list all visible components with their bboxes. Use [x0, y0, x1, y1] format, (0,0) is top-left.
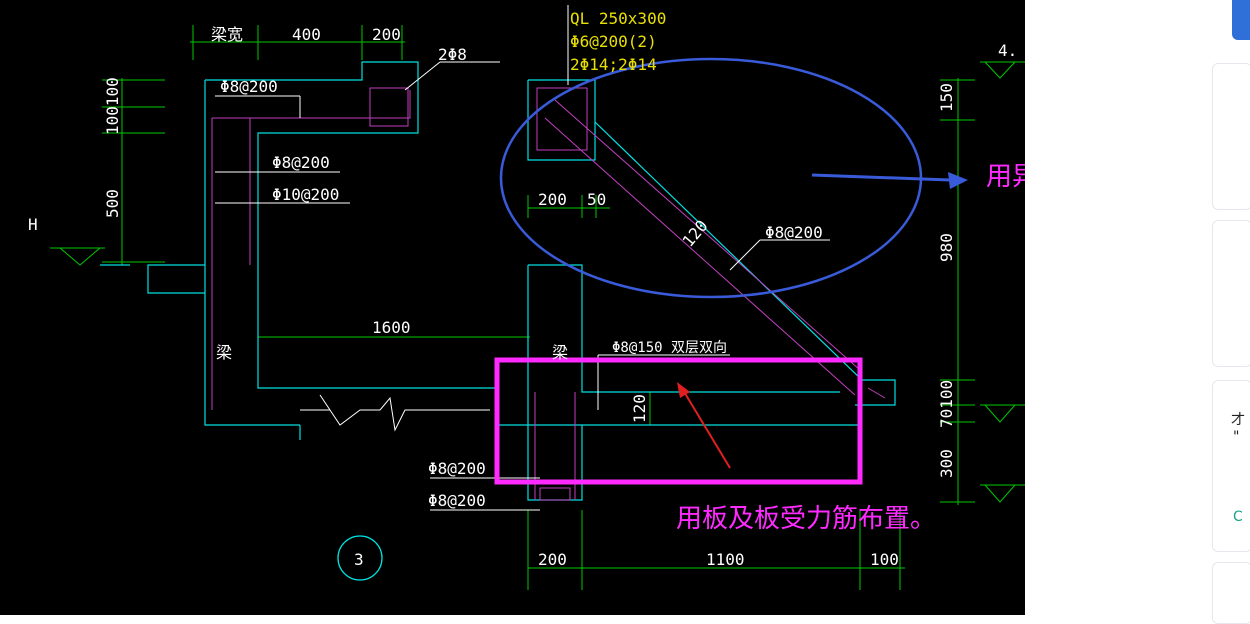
slab-highlight-rect	[494, 357, 863, 485]
slab-arrow-line	[682, 389, 731, 469]
dim-980: 980	[937, 233, 956, 262]
leader-lines	[215, 5, 830, 511]
dim-500: 500	[103, 189, 122, 218]
level-4: 4.	[998, 41, 1017, 60]
dim-200-top: 200	[372, 25, 401, 44]
eave-arrow-line	[811, 173, 951, 182]
beam-label-left: 梁	[216, 343, 232, 362]
section-number: 3	[354, 550, 364, 569]
rebar-phi8-200-c: Φ8@200	[428, 459, 486, 478]
h-mark: H	[28, 215, 38, 234]
dim-400: 400	[292, 25, 321, 44]
section-circle	[337, 535, 383, 581]
ql-title: QL 250x300	[570, 9, 666, 28]
rebar-phi8-200-diag: Φ8@200	[765, 223, 823, 242]
ql-bars: 2Φ14;2Φ14	[570, 55, 657, 74]
slab-arrow-head	[677, 382, 690, 398]
beam-width-label: 梁宽	[211, 25, 243, 44]
sidebar-glyph-2: "	[1233, 429, 1240, 445]
rebar-phi8-150: Φ8@150 双层双向	[612, 340, 727, 356]
rebar-phi10-200: Φ10@200	[272, 185, 339, 204]
sidebar-glyph-1: 才	[1231, 412, 1245, 428]
dim-100-100: 100100	[103, 77, 122, 135]
dim-200-mid: 200	[538, 190, 567, 209]
rebar-phi8-200-a: Φ8@200	[220, 77, 278, 96]
sidebar-panel-4[interactable]	[1212, 562, 1250, 624]
dim-120-diag: 120	[679, 216, 712, 250]
sidebar-glyph-3: C	[1233, 509, 1243, 525]
right-sidebar: 才 " C	[1025, 0, 1250, 624]
cad-drawing-canvas[interactable]: 梁宽 400 200 2Φ8 QL 250x300 Φ6@200(2) 2Φ14…	[0, 0, 1025, 615]
dim-1100: 1100	[706, 550, 745, 569]
rebar-lines	[211, 87, 886, 501]
dimension-lines	[50, 25, 1025, 590]
beam-label-right: 梁	[552, 343, 568, 362]
dim-50: 50	[587, 190, 606, 209]
rebar-phi8-200-d: Φ8@200	[428, 491, 486, 510]
sidebar-top-button[interactable]	[1232, 0, 1250, 40]
dim-200-bottom: 200	[538, 550, 567, 569]
dim-120-slab: 120	[630, 394, 649, 423]
dim-300: 300	[937, 449, 956, 478]
sidebar-panel-3[interactable]: 才 " C	[1212, 380, 1250, 552]
rebar-2phi8: 2Φ8	[438, 45, 467, 64]
dim-70-100: 70100	[937, 380, 956, 428]
eave-annotation: 用异形挑檐定义	[986, 162, 1025, 192]
dim-150: 150	[937, 83, 956, 112]
dim-1600: 1600	[372, 318, 411, 337]
eave-arrow-head	[948, 172, 968, 189]
dim-100-bottom: 100	[870, 550, 899, 569]
ql-stirrup: Φ6@200(2)	[570, 32, 657, 51]
sidebar-panel-2[interactable]	[1212, 220, 1250, 367]
rebar-phi8-200-b: Φ8@200	[272, 153, 330, 172]
sidebar-panel-1[interactable]	[1212, 63, 1250, 210]
slab-annotation: 用板及板受力筋布置。	[676, 504, 936, 534]
cad-svg: 梁宽 400 200 2Φ8 QL 250x300 Φ6@200(2) 2Φ14…	[28, 5, 1025, 590]
